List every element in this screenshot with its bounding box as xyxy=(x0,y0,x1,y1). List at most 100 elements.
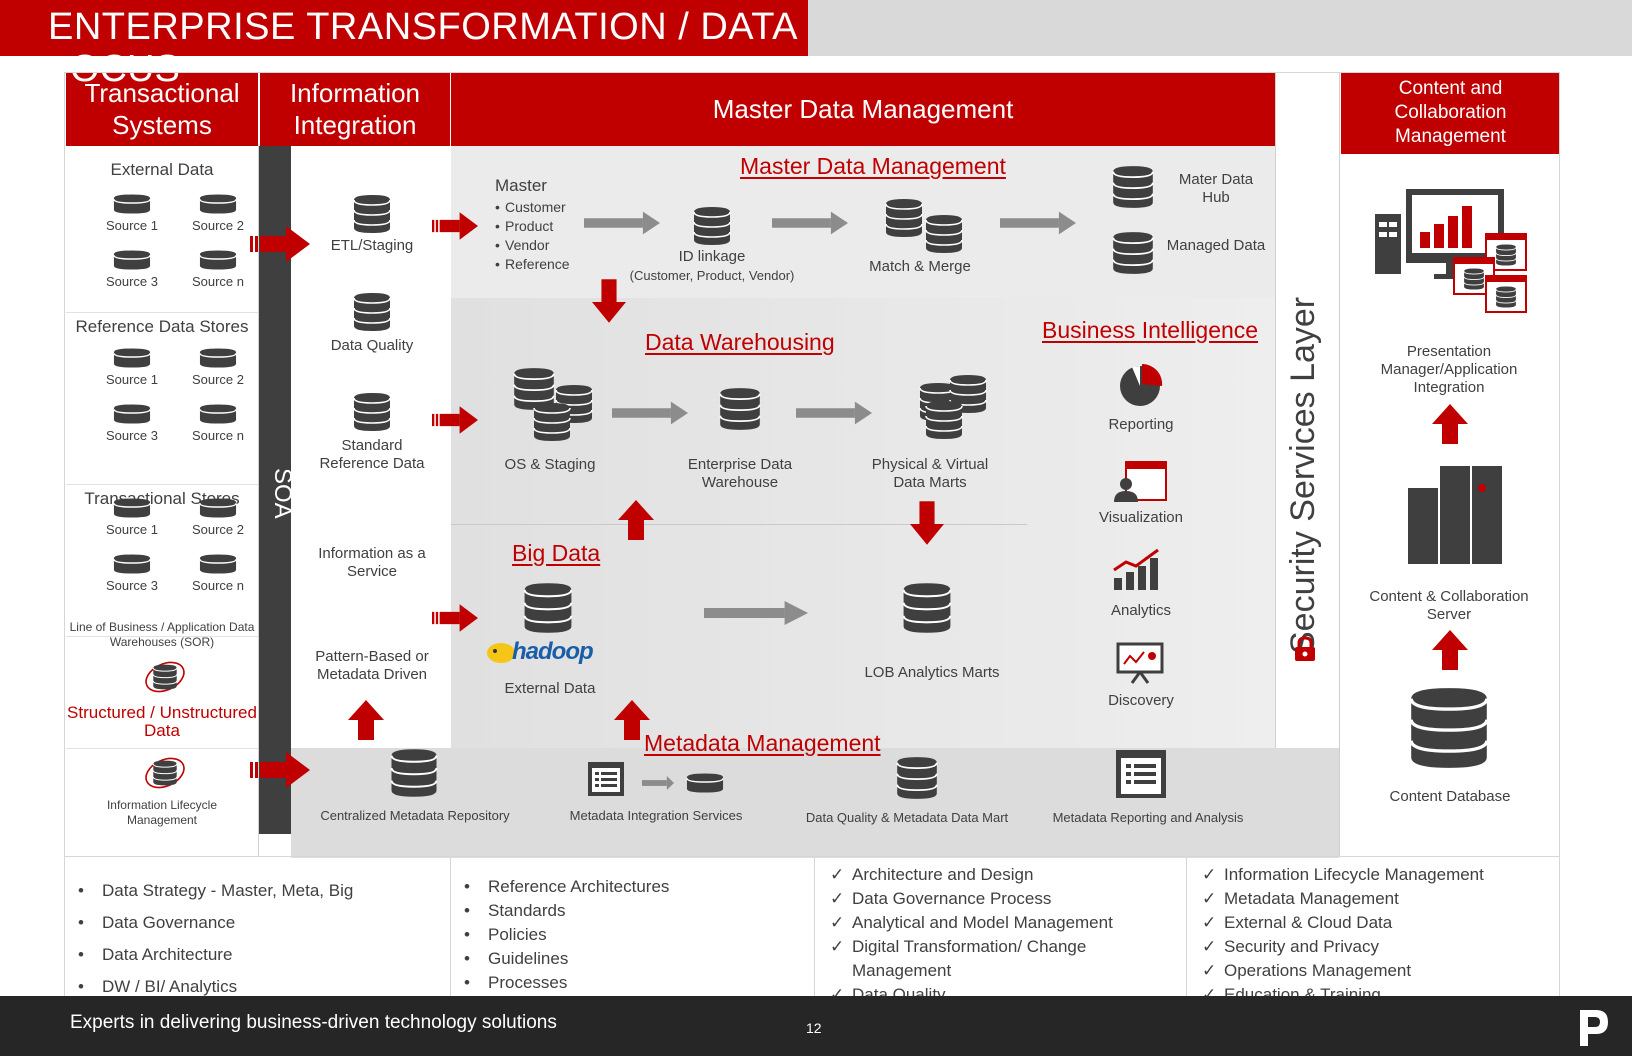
server-label: Content & Collaboration Server xyxy=(1369,588,1529,623)
data-quality-label: Data Quality xyxy=(330,337,414,354)
list-item: Security and Privacy xyxy=(1194,935,1554,959)
divider xyxy=(258,146,259,856)
visualization-icon xyxy=(1114,461,1167,502)
list-item: External & Cloud Data xyxy=(1194,911,1554,935)
divider xyxy=(450,856,451,1012)
merge-database-icon xyxy=(922,214,966,254)
arrow-up-icon xyxy=(348,700,384,740)
list-item: Policies xyxy=(458,923,808,947)
header-content: Content and Collaboration Management xyxy=(1341,72,1560,154)
page-title: ENTERPRISE TRANSFORMATION / DATA xyxy=(48,6,799,48)
metadata-doc-icon xyxy=(588,762,624,796)
source-label: Source 2 xyxy=(191,218,245,233)
divider xyxy=(1275,72,1276,748)
source-disk-icon xyxy=(113,403,151,425)
source-item: Source n xyxy=(186,249,250,290)
divider xyxy=(1339,72,1340,856)
arrow-up-icon xyxy=(618,500,654,540)
etl-label: ETL/Staging xyxy=(330,237,414,254)
pattern-label: Pattern-Based or Metadata Driven xyxy=(315,648,429,683)
list-item: Processes xyxy=(458,971,808,995)
bigdata-external-label: External Data xyxy=(504,680,596,697)
title-gray-band xyxy=(808,0,1632,56)
metadata-panel xyxy=(291,748,1275,858)
header-mdm: Master Data Management xyxy=(451,72,1275,146)
source-item: Source 1 xyxy=(100,193,164,234)
structured-data-icon xyxy=(145,661,185,693)
source-item: Source 2 xyxy=(186,193,250,234)
os-staging-label: OS & Staging xyxy=(504,456,596,473)
header-transactional-label: Transactional Systems xyxy=(84,78,240,140)
id-linkage-label: ID linkage xyxy=(678,248,746,265)
security-layer-label: Security Services Layer xyxy=(1284,296,1322,654)
source-disk-icon xyxy=(199,553,237,575)
source-disk-icon xyxy=(199,249,237,271)
hadoop-wordmark: hadoop xyxy=(512,638,594,665)
header-content-label: Content and Collaboration Management xyxy=(1394,78,1507,147)
source-disk-icon xyxy=(113,347,151,369)
source-item: Source n xyxy=(186,403,250,444)
bottom-list-strategy: Data Strategy - Master, Meta, Big Data G… xyxy=(72,875,444,1003)
source-label: Source 3 xyxy=(105,578,159,593)
gray-arrow-icon xyxy=(584,211,660,235)
quality-database-icon xyxy=(350,292,394,332)
list-item: Reference Architectures xyxy=(458,875,808,899)
list-item: Operations Management xyxy=(1194,959,1554,983)
source-label: Source 3 xyxy=(105,274,159,289)
source-item: Source 1 xyxy=(100,497,164,538)
source-disk-icon xyxy=(113,193,151,215)
divider xyxy=(66,484,258,485)
content-database-icon xyxy=(1400,686,1498,770)
divider xyxy=(814,856,815,1012)
metadata-panel-ext xyxy=(1275,748,1339,858)
metadata-report-icon xyxy=(1116,750,1166,798)
standard-ref-database-icon xyxy=(350,392,394,432)
reference-data-title: Reference Data Stores xyxy=(75,317,249,336)
bigdata-section-title: Big Data xyxy=(512,540,601,566)
server-icon xyxy=(1408,466,1502,564)
gray-arrow-icon xyxy=(612,401,688,425)
bigdata-database-icon xyxy=(520,582,576,634)
managed-database-icon xyxy=(1111,228,1155,278)
source-label: Source 2 xyxy=(191,522,245,537)
footer xyxy=(0,996,1632,1056)
lob-warehouses-label: Line of Business / Application Data Ware… xyxy=(69,620,255,649)
source-label: Source 1 xyxy=(105,372,159,387)
id-linkage-sub: (Customer, Product, Vendor) xyxy=(629,268,795,283)
page-number: 12 xyxy=(806,1020,822,1036)
metadata-mart-database-icon xyxy=(892,756,942,800)
etl-database-icon xyxy=(350,194,394,234)
source-label: Source 2 xyxy=(191,372,245,387)
visualization-label: Visualization xyxy=(1099,509,1183,526)
header-transactional: Transactional Systems xyxy=(66,72,258,146)
match-database-icon xyxy=(882,198,926,238)
metadata-reporting-label: Metadata Reporting and Analysis xyxy=(1052,810,1244,825)
lob-marts-label: LOB Analytics Marts xyxy=(864,664,1000,681)
source-disk-icon xyxy=(113,553,151,575)
hub-label: Mater Data Hub xyxy=(1178,171,1254,206)
bottom-list-architecture: Reference Architectures Standards Polici… xyxy=(458,875,808,995)
list-item: Data Architecture xyxy=(72,939,444,971)
source-item: Source 1 xyxy=(100,347,164,388)
arrow-right-icon xyxy=(248,752,312,788)
source-disk-icon xyxy=(113,497,151,519)
divider xyxy=(64,856,1560,857)
hadoop-logo: hadoop xyxy=(486,638,610,670)
list-item: Digital Transformation/ Change Managemen… xyxy=(822,935,1182,983)
arrow-up-icon xyxy=(1432,404,1468,444)
list-item: Analytical and Model Management xyxy=(822,911,1182,935)
discovery-label: Discovery xyxy=(1108,692,1174,709)
discovery-board-icon xyxy=(1116,642,1164,684)
source-item: Source 2 xyxy=(186,497,250,538)
external-data-title: External Data xyxy=(110,160,214,179)
iaas-label: Information as a Service xyxy=(318,545,426,580)
metadata-repo-label: Centralized Metadata Repository xyxy=(320,808,510,823)
security-layer: Security Services Layer xyxy=(1284,290,1334,660)
header-integration-label: Information Integration xyxy=(289,78,421,140)
presentation-label: Presentation Manager/Application Integra… xyxy=(1380,343,1518,396)
analytics-chart-icon xyxy=(1113,548,1159,590)
divider xyxy=(66,636,258,637)
ilm-icon xyxy=(145,757,185,789)
gray-arrow-icon xyxy=(772,211,848,235)
ilm-label: Information Lifecycle Management xyxy=(106,798,218,827)
